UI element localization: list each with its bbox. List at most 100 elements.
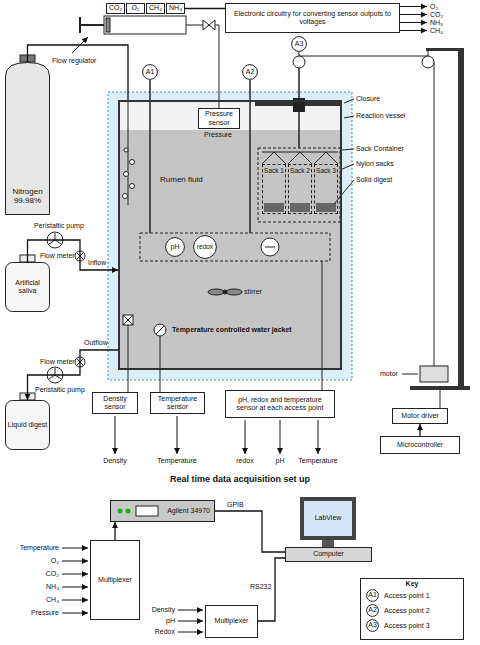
callout-label: redox bbox=[236, 457, 254, 465]
multiplexer: Multiplexer bbox=[90, 540, 140, 620]
callout-label: Pressure bbox=[204, 131, 232, 139]
callout-label: Nylon sacks bbox=[356, 160, 394, 168]
node-text: Artificial saliva bbox=[7, 279, 48, 295]
pressure-sensor: Pressure sensor bbox=[198, 108, 240, 129]
pulley-rope bbox=[299, 56, 428, 57]
output-arrow bbox=[245, 420, 246, 454]
ph-sensor: pH bbox=[165, 237, 185, 257]
gas-syringe bbox=[80, 24, 104, 26]
solid-digest bbox=[264, 203, 284, 212]
access-point-outline bbox=[143, 65, 158, 80]
access-point: A2 bbox=[366, 604, 379, 617]
output-arrow bbox=[115, 416, 318, 454]
access-point: A1 bbox=[366, 589, 379, 602]
peristaltic-pump bbox=[49, 233, 61, 244]
node-text: A2 bbox=[368, 606, 377, 614]
circuit-box: Electronic circuitry for converting sens… bbox=[225, 3, 400, 33]
sensor-array bbox=[261, 238, 279, 256]
callout-label: Density bbox=[152, 606, 175, 614]
rumen-fluid bbox=[118, 100, 342, 130]
sensor-cable bbox=[160, 336, 161, 392]
leader-line bbox=[334, 180, 354, 204]
callout-label: Solid digest bbox=[356, 176, 392, 184]
leader-line bbox=[340, 164, 354, 170]
gas-sensor: CH₄ bbox=[146, 3, 165, 14]
access-point: A2 bbox=[242, 64, 258, 80]
solid-digest bbox=[264, 203, 336, 212]
temperature-sensor bbox=[156, 326, 164, 334]
signal-arrow bbox=[400, 6, 427, 7]
callout-label: Outflow bbox=[84, 339, 108, 347]
leader-line bbox=[334, 99, 418, 374]
leader-line bbox=[342, 149, 354, 150]
data-logger: Agilent 34970 bbox=[110, 500, 215, 522]
callout-label: O₂ bbox=[51, 557, 59, 565]
callout-label: Reaction vessel bbox=[356, 112, 405, 120]
access-point: A3 bbox=[366, 619, 379, 632]
node-text: Density sensor bbox=[95, 395, 135, 411]
saliva-bottle: Artificial saliva bbox=[5, 262, 50, 312]
sensor-array bbox=[140, 233, 330, 261]
node-text: Nitrogen 99.98% bbox=[7, 187, 48, 205]
stand bbox=[410, 48, 470, 390]
gas-sensor: NH₃ bbox=[166, 3, 185, 14]
input-arrow bbox=[178, 610, 203, 611]
gas-sparger bbox=[123, 194, 128, 199]
input-arrow bbox=[62, 574, 88, 575]
callout-label: NH₃ bbox=[430, 19, 443, 27]
callout-label: pH bbox=[166, 617, 175, 625]
output-arrow bbox=[177, 416, 178, 454]
leader-line bbox=[402, 374, 418, 375]
node-text: Sack 3 bbox=[316, 167, 336, 174]
stirrer bbox=[208, 289, 242, 295]
edge-label: RS232 bbox=[249, 583, 272, 591]
pulley-rope bbox=[434, 62, 435, 366]
nylon-sack: Sack 3 bbox=[314, 164, 338, 214]
stirrer bbox=[223, 290, 227, 294]
connector bbox=[419, 424, 420, 436]
gas-sparger bbox=[130, 160, 135, 165]
leader-line bbox=[344, 116, 354, 118]
input-arrow bbox=[62, 600, 88, 601]
access-point-outline bbox=[243, 65, 258, 80]
density-sensor bbox=[123, 315, 133, 325]
motor bbox=[420, 366, 448, 382]
node-text: pH, redox and temperature sensor at each… bbox=[228, 396, 332, 412]
input-arrow bbox=[178, 621, 203, 622]
sensor-cable bbox=[128, 325, 129, 392]
gas-sparger bbox=[124, 148, 128, 152]
callout-label: stirrer bbox=[244, 288, 262, 296]
callout-label: Temperature bbox=[157, 457, 196, 465]
input-arrow bbox=[62, 548, 88, 549]
gas-syringe bbox=[79, 17, 81, 33]
callout-label: Real time data acquisition set up bbox=[170, 474, 310, 484]
access-rod bbox=[150, 80, 250, 233]
gas-syringe bbox=[215, 25, 219, 26]
logger-front bbox=[110, 500, 215, 522]
node-text: CO₂ bbox=[109, 4, 122, 12]
pulley-rope bbox=[422, 56, 434, 68]
solid-digest bbox=[290, 203, 310, 212]
callout-label: Redox bbox=[155, 628, 175, 636]
access-point-outline bbox=[367, 620, 379, 632]
solid-digest bbox=[316, 203, 336, 212]
node-text: A3 bbox=[295, 40, 304, 48]
pulley-rope bbox=[293, 56, 305, 68]
stand bbox=[458, 48, 464, 390]
nitrogen-cylinder-outline bbox=[6, 63, 50, 215]
gas-sensor: CO₂ bbox=[106, 3, 125, 14]
density-sensor bbox=[123, 315, 133, 325]
node-text: A3 bbox=[368, 621, 377, 629]
callout-label: Flow regulator bbox=[52, 57, 96, 65]
callout-label: Access point 1 bbox=[384, 592, 430, 600]
sack-container bbox=[262, 152, 338, 164]
node-text: Liquid digest bbox=[8, 421, 47, 429]
gas-syringe bbox=[106, 18, 110, 32]
node-text: O₂ bbox=[131, 4, 139, 12]
node-text: A1 bbox=[146, 68, 155, 76]
density-sensor-box: Density sensor bbox=[92, 392, 138, 414]
node-text: Sack 1 bbox=[264, 167, 284, 174]
pulley-rope bbox=[428, 51, 429, 56]
